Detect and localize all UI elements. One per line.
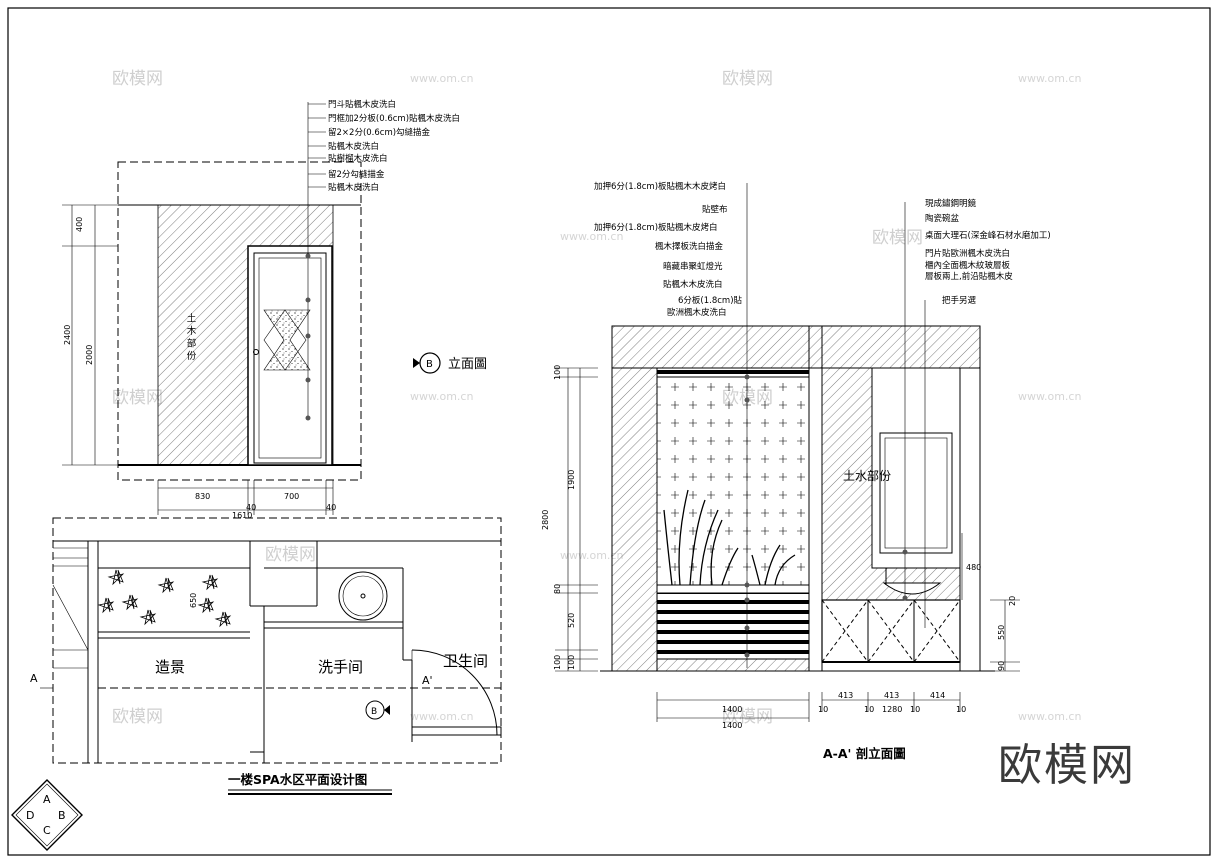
dimension: 40 [246,503,256,512]
note: 歐洲楓木皮洗白 [667,307,727,318]
watermark-text: 欧模网 [722,707,773,727]
wall-label: 土水部份 [843,468,891,483]
room-label: 洗手间 [318,658,363,676]
plan-labels: 造景 洗手间 卫生间 A A' 650 B 一楼SPA水区平面设计图 [30,593,488,795]
room-label: 卫生间 [443,652,488,670]
dimension: 2400 [63,325,72,345]
dimension: 10 [956,705,966,714]
watermark-text: 欧模网 [872,228,923,248]
watermark-url: www.om.cn [1018,710,1081,723]
note: 櫃內全面楓木紋玻層板 [925,260,1011,271]
section-drawing [555,183,1020,722]
note: 6分板(1.8cm)貼 [678,295,743,306]
note: 門片貼歐洲楓木皮洗白 [925,248,1010,259]
dimension: 40 [326,503,336,512]
dimension: 400 [75,217,84,232]
dimension: 80 [553,584,562,594]
note: 留2分勾縫描金 [328,169,385,180]
dimension: 10 [864,705,874,714]
dimension: 100 [553,365,562,380]
note: 把手另選 [942,295,977,306]
dimension: 100 [553,655,562,670]
dimension: 100 [567,655,576,670]
dimension: 830 [195,492,210,501]
watermark-text: 欧模网 [112,69,163,89]
dimension: 1900 [567,470,576,490]
room-label: 造景 [155,658,185,676]
section-title: A-A' 剖立面圖 [823,746,906,761]
note: 加押6分(1.8cm)板貼楓木皮烤白 [594,222,718,233]
compass-letter: B [58,809,66,822]
watermark-url: www.om.cn [410,710,473,723]
watermark-text: 欧模网 [265,545,316,565]
note: 留2×2分(0.6cm)勾縫描金 [328,127,431,138]
watermark-text: 欧模网 [112,707,163,727]
section-label: A [30,672,38,685]
note: 楓木擇板洗白描金 [655,241,724,252]
compass-symbol: A D B C [11,779,83,851]
note: 桌面大理石(深金峰石材水磨加工) [925,230,1051,241]
note: 貼楓木皮洗白 [328,182,379,193]
note: 門框加2分板(0.6cm)貼楓木皮洗白 [328,113,460,124]
note: 暗藏串聚虹燈光 [663,261,723,272]
watermark-url: www.om.cn [560,230,623,243]
dimension: 90 [997,661,1006,671]
section-notes: 加押6分(1.8cm)板貼楓木木皮烤白 貼壁布 加押6分(1.8cm)板貼楓木皮… [594,181,1051,483]
elevation-b-drawing [62,102,362,515]
wall-label: 土木部份 [185,312,197,363]
note: 貼楓木木皮洗白 [663,279,723,290]
dimension: 2000 [85,345,94,365]
dimension: 413 [838,691,853,700]
watermark-layer: 欧模网 欧模网 欧模网 欧模网 欧模网 欧模网 欧模网 欧模网 www.om.c… [112,69,1081,727]
compass-letter: C [43,824,51,837]
compass-letter: D [26,809,34,822]
sheet-border [7,7,1211,856]
note: 加押6分(1.8cm)板貼楓木木皮烤白 [594,181,726,192]
note: 層板兩上,前沿貼楓木皮 [925,271,1013,282]
brand-watermark: 欧模网 [998,740,1136,791]
note: 現成鏽鋼明鏡 [925,198,977,209]
note: 門斗貼楓木皮洗白 [328,99,396,110]
dimension: 1400 [722,705,742,714]
dimension: 650 [189,593,198,608]
dimension: 10 [910,705,920,714]
watermark-text: 欧模网 [112,388,163,408]
section-dims: 100 1900 2800 80 520 100 100 480 20 550 … [541,365,1017,761]
dimension: 413 [884,691,899,700]
dimension: 1280 [882,705,902,714]
dimension: 550 [997,625,1006,640]
plan-drawing [40,517,502,764]
note: 貼壁布 [702,204,728,215]
dimension: 2800 [541,510,550,530]
dimension: 480 [966,563,981,572]
compass-letter: A [43,793,51,806]
watermark-text: 欧模网 [722,69,773,89]
watermark-url: www.om.cn [1018,390,1081,403]
dimension: 414 [930,691,945,700]
dimension: 1610 [232,511,252,520]
marker-letter: B [426,359,433,370]
note: 貼樹榴木皮洗白 [328,153,388,164]
marker-letter: B [371,707,377,717]
section-label: A' [422,674,433,687]
note: 貼楓木皮洗白 [328,141,379,152]
dimension: 1400 [722,721,742,730]
note: 陶瓷碗盆 [925,213,960,224]
marker-label: 立面圖 [448,357,487,372]
dimension: 10 [818,705,828,714]
plan-title: 一楼SPA水区平面设计图 [228,772,367,787]
watermark-url: www.om.cn [410,390,473,403]
dimension: 700 [284,492,299,501]
elevation-marker: B 立面圖 [413,352,487,374]
dimension: 20 [1008,596,1017,606]
watermark-url: www.om.cn [410,72,473,85]
elevation-b-notes: 門斗貼楓木皮洗白 門框加2分板(0.6cm)貼楓木皮洗白 留2×2分(0.6cm… [308,99,460,193]
elevation-b-labels: 400 2400 2000 830 40 700 40 1610 土木部份 [63,217,336,520]
watermark-url: www.om.cn [560,549,623,562]
watermark-url: www.om.cn [1018,72,1081,85]
dimension: 520 [567,613,576,628]
